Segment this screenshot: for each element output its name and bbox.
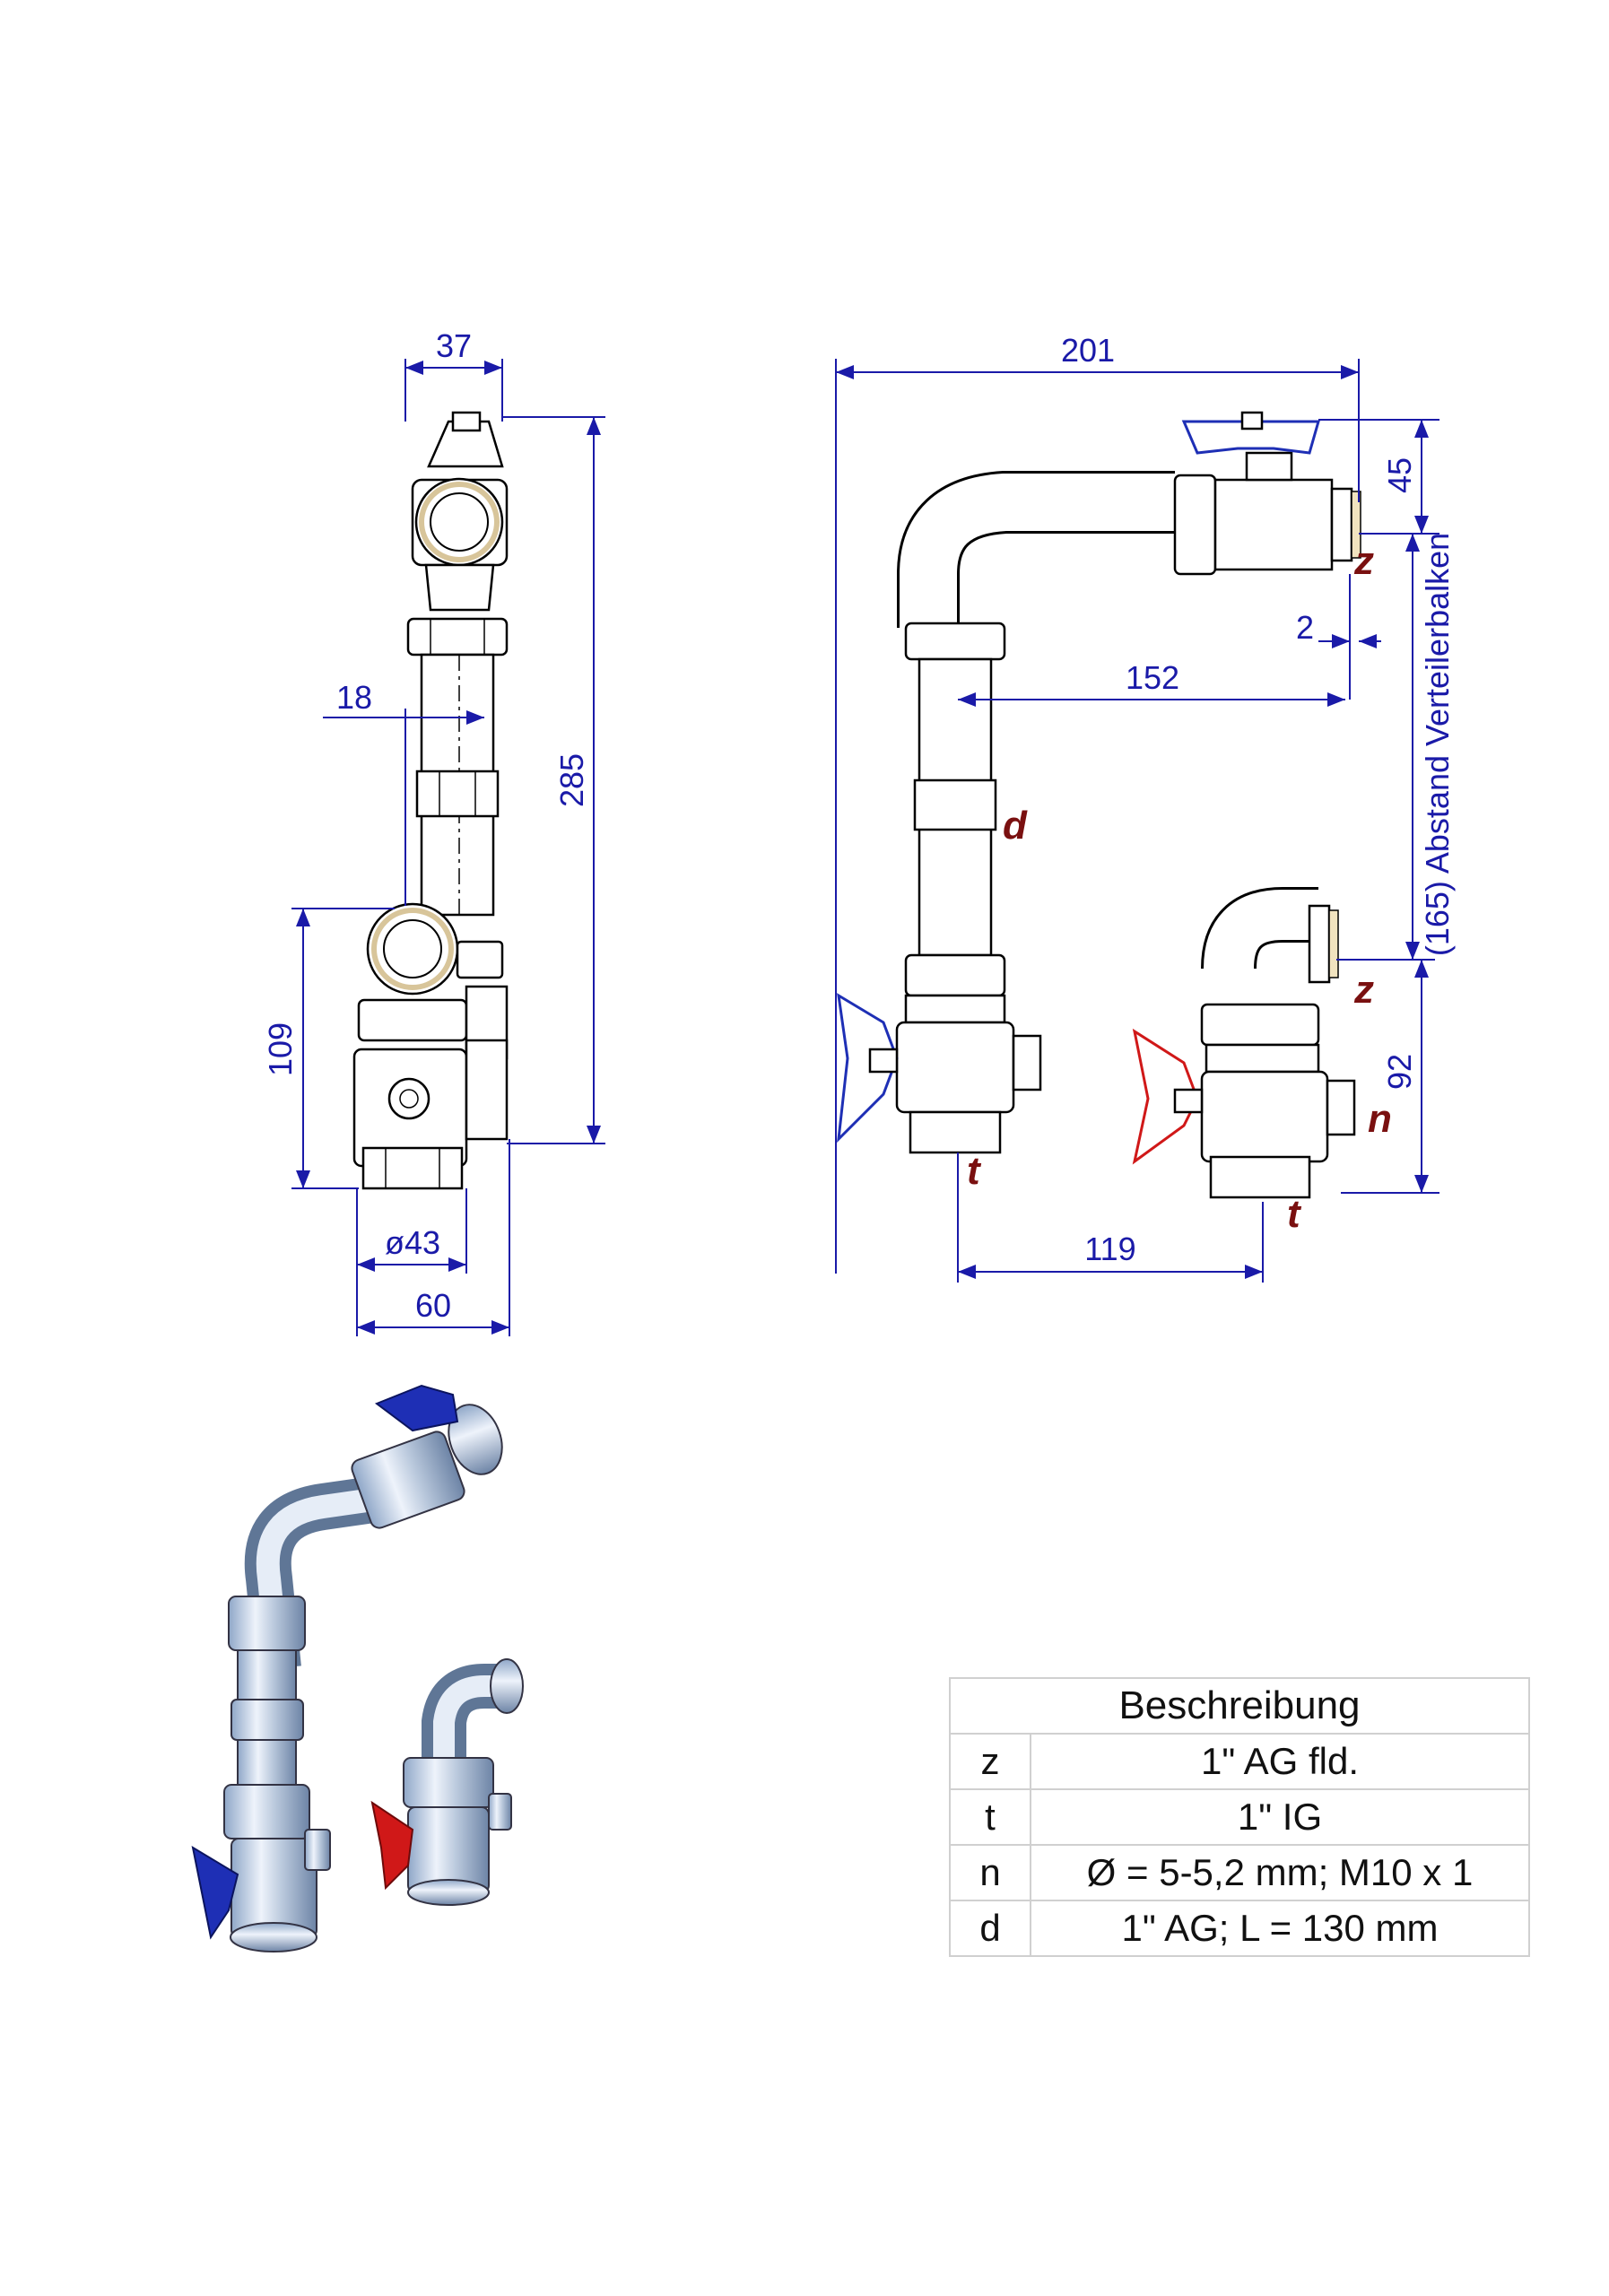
table-header-row: Beschreibung: [949, 1677, 1530, 1735]
table-row: n Ø = 5-5,2 mm; M10 x 1: [949, 1844, 1530, 1901]
dim-front-width-total: 201: [1061, 332, 1115, 369]
iso-handle-blue-top: [374, 1384, 459, 1432]
front-nut-right: [1200, 1003, 1320, 1047]
iso-handle-blue-bottom: [191, 1845, 239, 1940]
table-key: z: [949, 1733, 1031, 1790]
table-value: 1" AG fld.: [1030, 1733, 1530, 1790]
table-value: 1" IG: [1030, 1788, 1530, 1846]
tag-t-left: t: [967, 1149, 982, 1193]
tag-t-right: t: [1287, 1192, 1302, 1236]
iso-top-valve: [351, 1431, 465, 1529]
dim-side-width-base: 60: [415, 1287, 451, 1324]
dim-front-distance: (165) Abstand Verteilerbalken: [1419, 533, 1456, 956]
front-upper-nut: [1173, 474, 1217, 576]
tag-n: n: [1368, 1097, 1392, 1141]
front-valve-right: [1200, 1070, 1329, 1163]
tag-z-lower: z: [1353, 968, 1374, 1012]
front-handle-left: [837, 993, 899, 1144]
dim-side-diameter: ø43: [385, 1224, 440, 1261]
side-view: 37 285 18 109 ø43 60: [262, 327, 605, 1336]
dim-front-height-top: 45: [1381, 457, 1418, 493]
table-value: Ø = 5-5,2 mm; M10 x 1: [1030, 1844, 1530, 1901]
tag-z-upper: z: [1353, 539, 1374, 583]
dim-front-gap: 2: [1296, 609, 1314, 646]
front-handle-right: [1132, 1028, 1199, 1165]
dim-front-spacing: 152: [1126, 659, 1179, 696]
front-handle-top: [1181, 420, 1320, 455]
dim-side-offset: 18: [336, 679, 372, 716]
dim-side-height-total: 285: [553, 753, 590, 807]
table-row: d 1" AG; L = 130 mm: [949, 1900, 1530, 1957]
table-key: t: [949, 1788, 1031, 1846]
table-key: d: [949, 1900, 1031, 1957]
isometric-view: [191, 1384, 524, 1952]
table-header: Beschreibung: [949, 1677, 1530, 1735]
dim-front-height-lower: 92: [1381, 1054, 1418, 1090]
side-nut-upper: [406, 617, 509, 657]
front-view: 201 45 2 152 (165) Abstand Verteilerbalk…: [835, 332, 1456, 1283]
iso-handle-red: [370, 1800, 414, 1891]
table-key: n: [949, 1844, 1031, 1901]
dim-side-height-lower: 109: [262, 1022, 299, 1076]
front-valve-left: [895, 1021, 1015, 1114]
dim-side-width-top: 37: [436, 327, 472, 364]
side-handle-top: [427, 420, 504, 468]
tag-d: d: [1003, 804, 1028, 848]
table-row: t 1" IG: [949, 1788, 1530, 1846]
description-table: Beschreibung z 1" AG fld. t 1" IG n Ø = …: [949, 1677, 1530, 1957]
front-upper-valve: [1213, 478, 1334, 571]
front-nut-upper: [904, 622, 1006, 661]
table-row: z 1" AG fld.: [949, 1733, 1530, 1790]
dim-front-base-spacing: 119: [1084, 1231, 1135, 1267]
table-value: 1" AG; L = 130 mm: [1030, 1900, 1530, 1957]
